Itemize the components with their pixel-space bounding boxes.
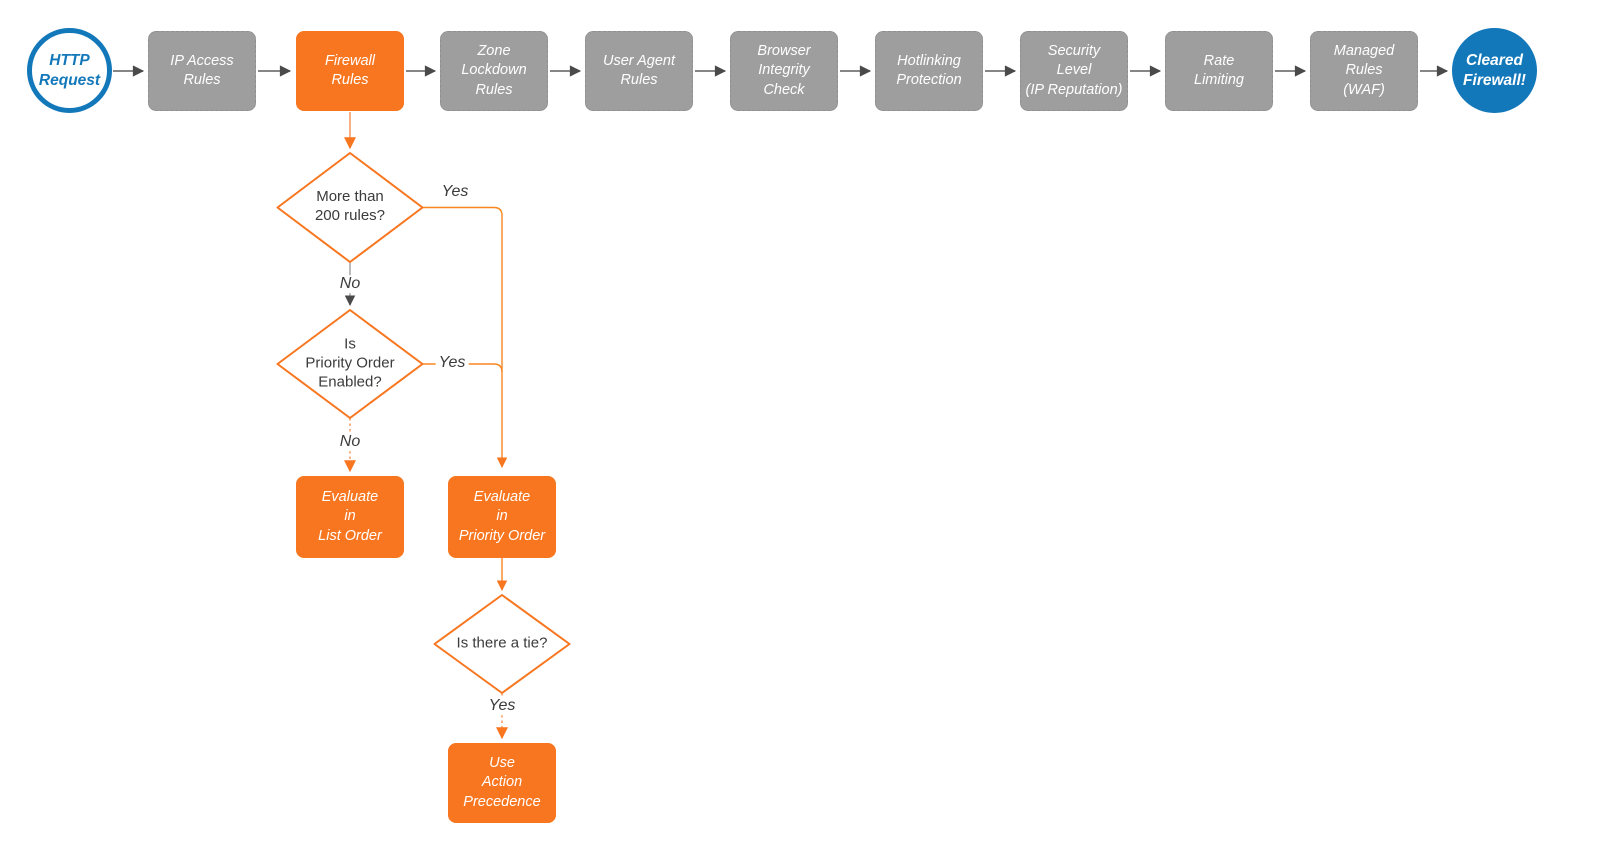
- node-managed-rules-waf: Managed Rules (WAF): [1310, 31, 1418, 111]
- node-evaluate-in-priority-order: Evaluate in Priority Order: [448, 476, 556, 558]
- edge-label-d1-yes: Yes: [438, 183, 472, 201]
- edge-label-d2-no: No: [336, 433, 364, 451]
- node-hotlinking-protection: Hotlinking Protection: [875, 31, 983, 111]
- node-use-action-precedence: Use Action Precedence: [448, 743, 556, 823]
- node-http-request: HTTP Request: [27, 28, 112, 113]
- node-browser-integrity-check: Browser Integrity Check: [730, 31, 838, 111]
- edge-label-d2-yes: Yes: [435, 354, 469, 372]
- node-ip-access-rules: IP Access Rules: [148, 31, 256, 111]
- decision-is-there-a-tie-label: Is there a tie?: [456, 634, 548, 652]
- node-firewall-rules: Firewall Rules: [296, 31, 404, 111]
- node-security-level: Security Level (IP Reputation): [1020, 31, 1128, 111]
- node-cleared-firewall: Cleared Firewall!: [1452, 28, 1537, 113]
- decision-priority-order-enabled-label: Is Priority Order Enabled?: [305, 335, 395, 391]
- decision-more-than-200-rules-label: More than 200 rules?: [314, 188, 386, 224]
- node-evaluate-in-list-order: Evaluate in List Order: [296, 476, 404, 558]
- edge-label-d1-no: No: [336, 275, 364, 293]
- node-rate-limiting: Rate Limiting: [1165, 31, 1273, 111]
- edge-d1-yes: [422, 206, 508, 469]
- node-zone-lockdown-rules: Zone Lockdown Rules: [440, 31, 548, 111]
- edge-label-d3-yes: Yes: [485, 697, 519, 715]
- node-user-agent-rules: User Agent Rules: [585, 31, 693, 111]
